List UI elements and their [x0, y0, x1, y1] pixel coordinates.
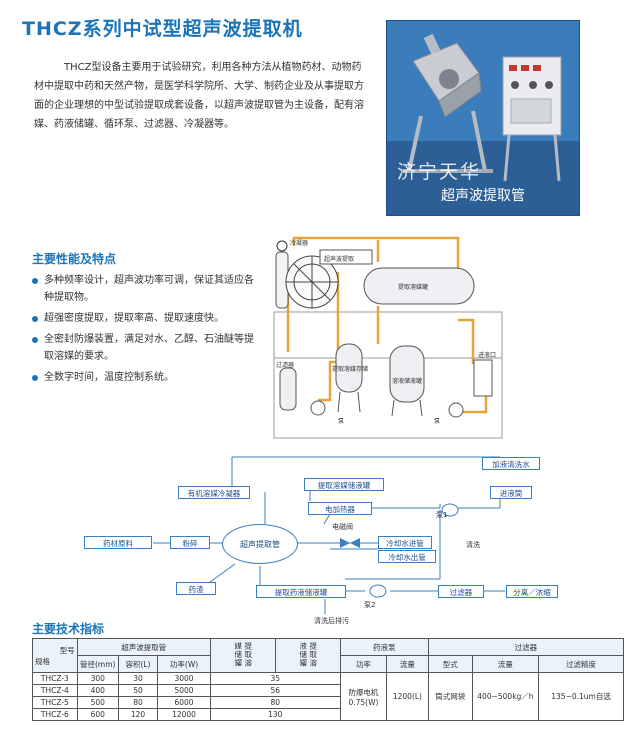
label-pump-1: 泵	[338, 418, 345, 425]
cell-pump-flow: 1200(L)	[386, 672, 429, 721]
box-filter: 过滤器	[438, 585, 484, 598]
table-row: THCZ-6 600 120 12000 130	[32, 708, 624, 721]
header-pipe-dia: 管径(mm)	[76, 655, 119, 673]
box-organic-condenser: 有机溶媒冷凝器	[178, 486, 250, 499]
features-title: 主要性能及特点	[32, 252, 117, 266]
table-row: THCZ-3 300 30 3000 35 防爆电机 0.75(W) 1200(…	[32, 672, 624, 721]
header-liquid-tank: 提取溶液储罐	[274, 638, 341, 673]
bullet-icon	[32, 337, 38, 343]
node-extraction-tube: 超声提取管	[222, 524, 298, 564]
header-model: 型号 规格	[32, 638, 78, 673]
label-cleaning: 清洗	[466, 541, 480, 549]
product-photo: 济宁天华 超声波提取管	[386, 20, 580, 216]
feature-item: 全密封防爆装置，满足对水、乙醇、石油醚等提取溶媒的要求。	[32, 331, 262, 365]
machine-illustration	[387, 21, 579, 215]
features-list: 多种频率设计，超声波功率可调，保证其适应各种提取物。 超强密度提取，提取率高、提…	[32, 272, 262, 390]
specs-table: 型号 规格 超声波提取管 提取溶媒储罐 提取溶液储罐 药液泵 过滤器 管径(mm…	[32, 638, 625, 721]
label-solenoid-valve: 电磁阀	[332, 523, 353, 531]
header-solvent-tank: 提取溶媒储罐	[209, 638, 276, 673]
page-title: THCZ系列中试型超声波提取机	[22, 18, 303, 40]
feature-item: 全数字时间，温度控制系统。	[32, 369, 262, 386]
header-pump-flow: 流量	[386, 655, 429, 673]
cell-filter-precision: 135~0.1um自选	[538, 672, 624, 721]
bullet-icon	[32, 375, 38, 381]
header-filter: 过滤器	[427, 638, 625, 656]
label-solvent-tank: 提取溶媒罐	[398, 284, 429, 291]
header-power: 功率(W)	[157, 655, 211, 673]
bullet-icon	[32, 278, 38, 284]
label-filter: 过滤器	[276, 362, 295, 369]
label-pump-1: 泵1	[436, 511, 448, 519]
header-volume: 容积(L)	[117, 655, 159, 673]
label-drain: 清洗后排污	[314, 617, 349, 625]
intro-paragraph: THCZ型设备主要用于试验研究，利用各种方法从植物药材、动物药材中提取中药和天然…	[34, 62, 364, 130]
cell-filter-type: 筒式网袋	[427, 672, 473, 721]
header-filter-type: 型式	[427, 655, 473, 673]
photo-watermark: 济宁天华	[397, 161, 482, 183]
bullet-icon	[32, 316, 38, 322]
box-raw-material: 药材原料	[84, 536, 152, 549]
label-pump-2: 泵	[434, 418, 441, 425]
header-pump: 药液泵	[339, 638, 429, 656]
process-flow-diagram: 有机溶媒冷凝器 提取溶媒储液罐 电加热器 药材原料 粉碎 超声提取管 电磁阀 冷…	[60, 454, 560, 630]
box-crush: 粉碎	[170, 536, 210, 549]
label-inlet: 进液口	[478, 352, 497, 359]
box-residue: 药渣	[176, 582, 216, 595]
flow-connectors	[153, 456, 505, 614]
box-solvent-storage: 提取溶媒储液罐	[304, 478, 384, 491]
feature-item: 多种频率设计，超声波功率可调，保证其适应各种提取物。	[32, 272, 262, 306]
header-ultra-tube: 超声波提取管	[76, 638, 211, 656]
specs-title: 主要技术指标	[32, 622, 105, 636]
label-pump-2: 泵2	[364, 601, 376, 609]
box-inlet: 进液筒	[490, 486, 532, 499]
box-separation: 分离／浓缩	[506, 585, 558, 598]
feature-item: 超强密度提取，提取率高、提取速度快。	[32, 310, 262, 327]
header-filter-precision: 过滤精度	[538, 655, 624, 673]
box-extract-storage: 提取药液储液罐	[256, 585, 346, 598]
table-row: THCZ-4 400 50 5000 56	[32, 684, 624, 697]
label-liquid-tank: 溶液储液罐	[392, 378, 423, 385]
cell-pump-power: 防爆电机 0.75(W)	[339, 672, 388, 721]
label-ultrasonic-tube: 超声波提取	[324, 256, 355, 263]
header-pump-power: 功率	[339, 655, 388, 673]
photo-caption: 超声波提取管	[441, 188, 525, 204]
box-add-cleaning-water: 加液清洗水	[482, 457, 540, 470]
equipment-diagram: 冷凝器 超声波提取 提取溶媒罐 过滤器 提取溶媒存储 溶液储液罐 泵 泵 进液口	[268, 232, 508, 442]
cell-filter-flow: 400~500kg／h	[471, 672, 540, 721]
label-condense-tank: 提取溶媒存储	[332, 366, 369, 373]
box-cooling-in: 冷却水进管	[378, 536, 432, 549]
equipment-schematic	[273, 236, 503, 439]
label-condenser: 冷凝器	[290, 240, 309, 247]
box-cooling-out: 冷却水出管	[378, 550, 436, 563]
header-filter-flow: 流量	[471, 655, 540, 673]
box-electric-heater: 电加热器	[308, 502, 372, 515]
